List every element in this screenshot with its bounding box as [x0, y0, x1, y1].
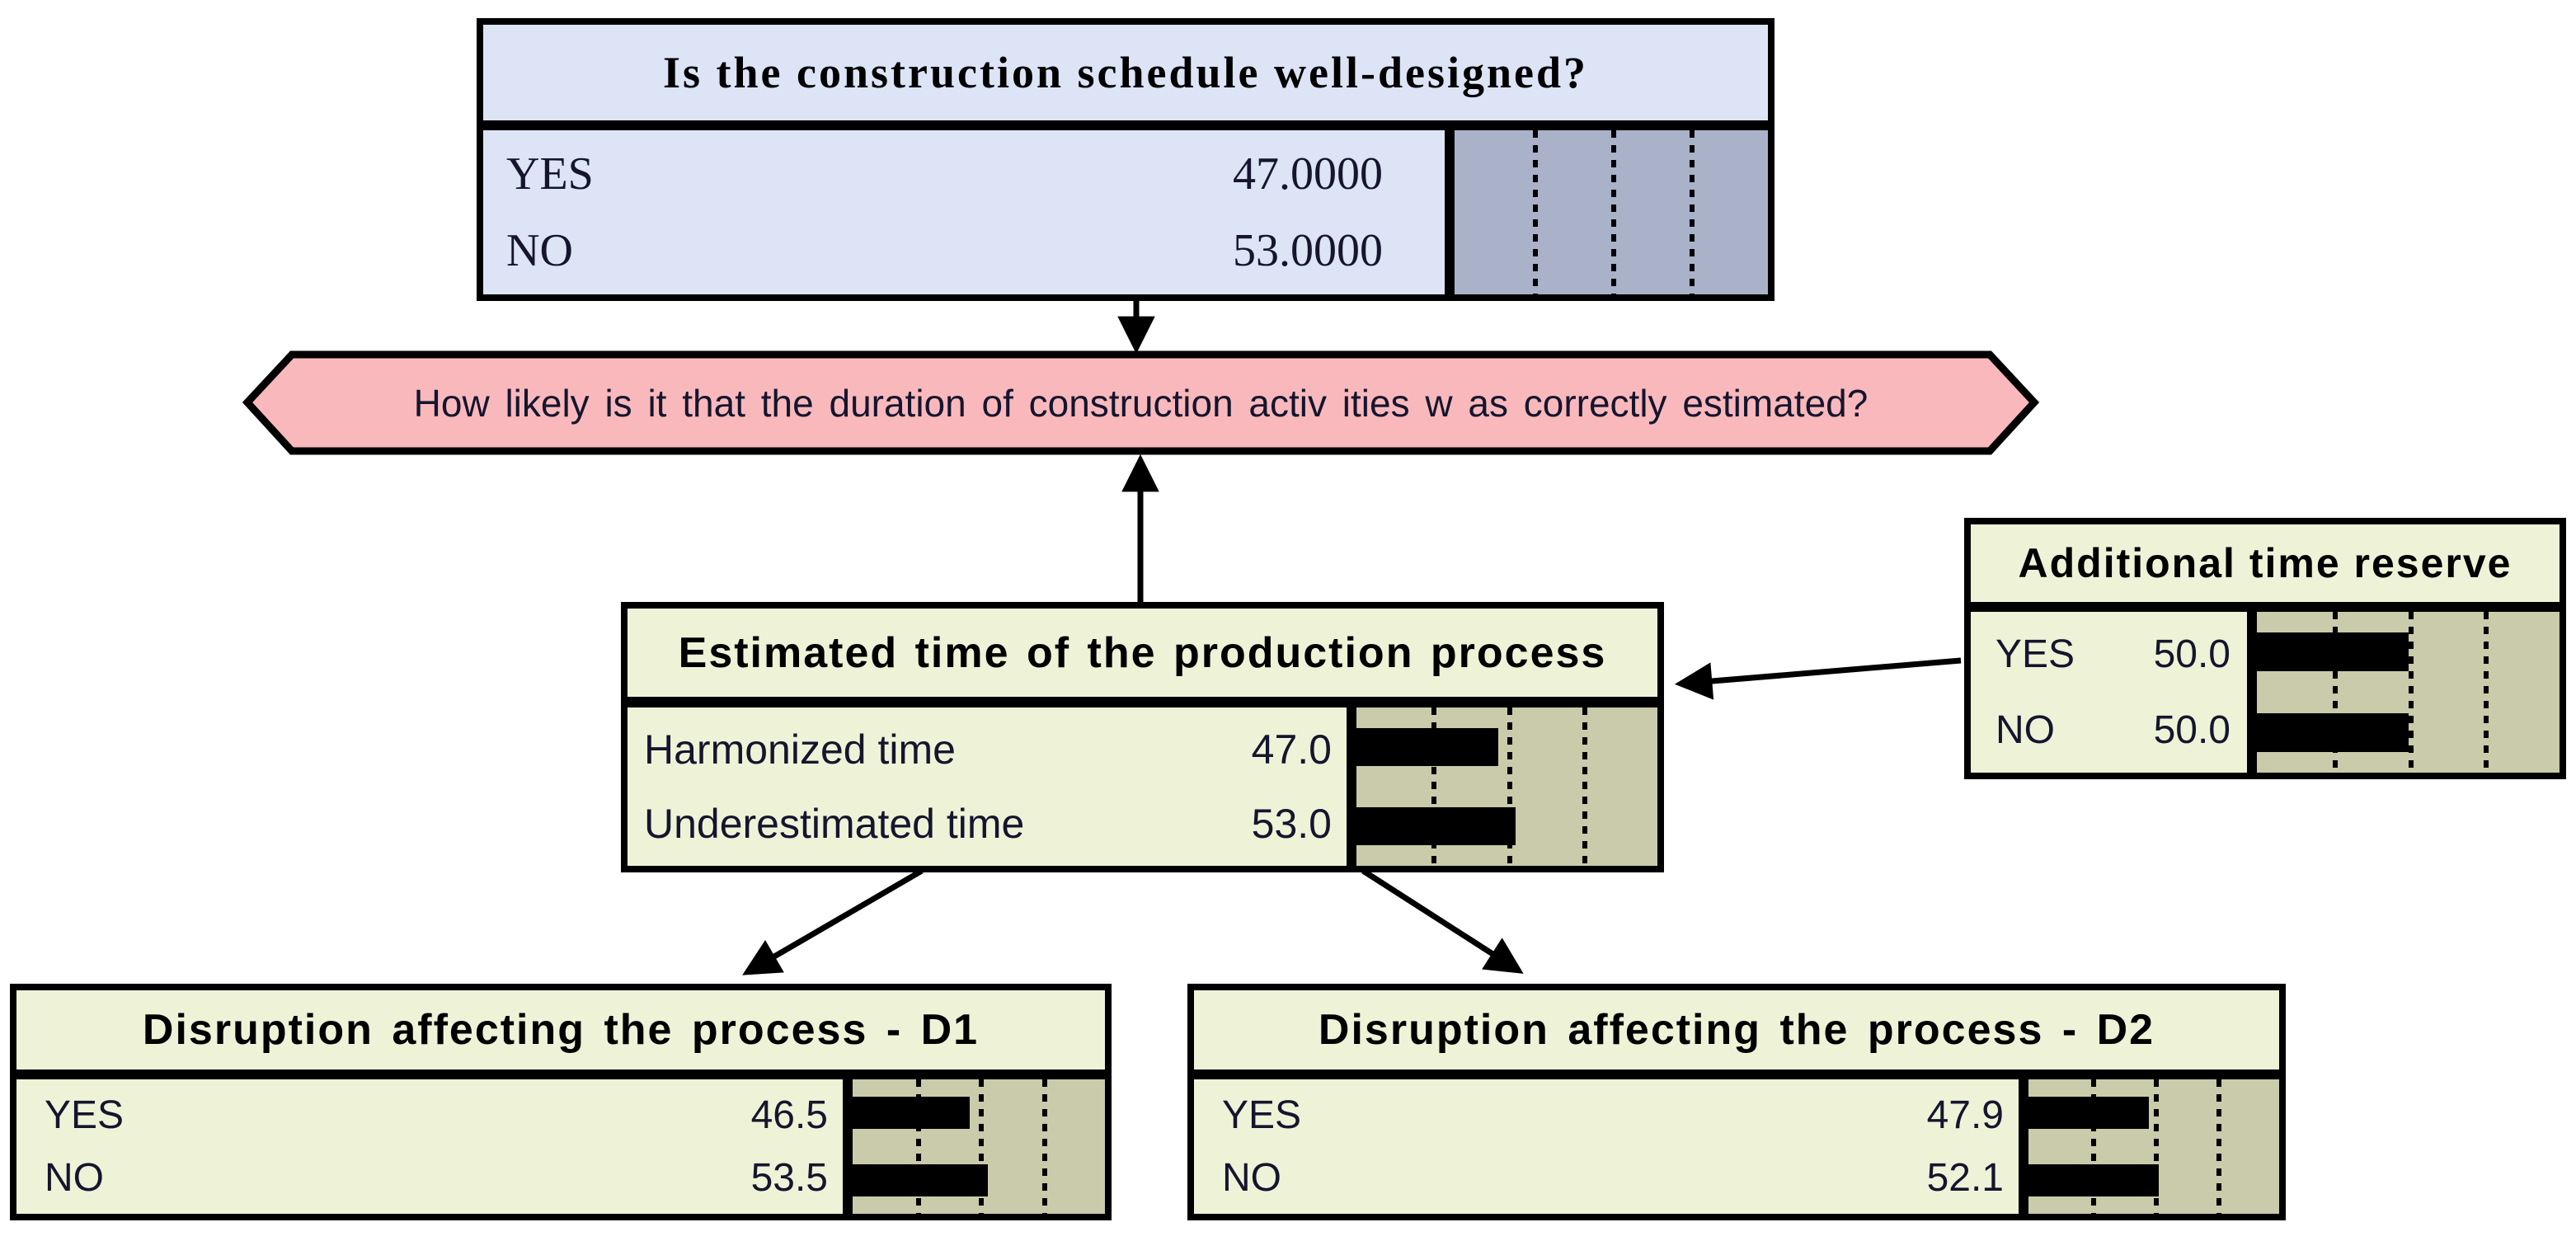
- node-body: YES 50.0 NO 50.0: [1971, 612, 2560, 773]
- state-row: YES 50.0: [1995, 632, 2230, 677]
- arrow-estimated-to-d1: [742, 867, 924, 975]
- gridline-50: [1507, 707, 1512, 866]
- arrow-estimated-to-d2: [1361, 868, 1524, 974]
- node-title: Disruption affecting the process - D1: [16, 990, 1105, 1079]
- gridline-25: [1431, 707, 1437, 866]
- probability-bar: [853, 1097, 971, 1130]
- node-body: YES 46.5 NO 53.5: [16, 1079, 1105, 1214]
- state-row: NO 53.0000: [506, 224, 1383, 277]
- state-value: 50.0: [2153, 632, 2230, 677]
- probability-bar: [2257, 632, 2409, 672]
- gridline-25: [915, 1079, 921, 1214]
- bar-chart-panel: [1347, 707, 1657, 866]
- state-value: 53.0: [1251, 801, 1332, 847]
- node-body: Harmonized time 47.0 Underestimated time…: [628, 707, 1657, 866]
- arrow-reserve-to-estimated: [1674, 657, 1962, 700]
- probability-bar: [2257, 712, 2409, 752]
- state-label: YES: [506, 148, 594, 200]
- state-row: NO 53.5: [45, 1155, 828, 1201]
- node-body: YES 47.0000 NO 53.0000: [483, 130, 1768, 294]
- node-estimated-time[interactable]: Estimated time of the production process…: [621, 602, 1664, 872]
- state-value: 47.0000: [1233, 148, 1383, 200]
- node-title: Disruption affecting the process - D2: [1194, 990, 2279, 1079]
- bar-chart-panel: [2019, 1079, 2279, 1214]
- state-rows: Harmonized time 47.0 Underestimated time…: [628, 707, 1347, 866]
- node-body: YES 47.9 NO 52.1: [1194, 1079, 2279, 1214]
- probability-bar: [2028, 1163, 2160, 1196]
- node-disruption-d2[interactable]: Disruption affecting the process - D2 YE…: [1187, 984, 2286, 1220]
- state-label: NO: [45, 1155, 104, 1200]
- node-title: Additional time reserve: [1971, 524, 2560, 612]
- state-value: 46.5: [750, 1093, 828, 1138]
- state-value: 47.0: [1251, 726, 1332, 773]
- state-value: 50.0: [2153, 707, 2230, 752]
- gridline-25: [2091, 1079, 2096, 1214]
- bar-chart-panel: [2247, 612, 2560, 773]
- state-rows: YES 47.9 NO 52.1: [1194, 1079, 2019, 1214]
- state-value: 53.0000: [1233, 225, 1383, 277]
- node-additional-time-reserve[interactable]: Additional time reserve YES 50.0 NO 50.0: [1964, 518, 2566, 779]
- state-rows: YES 47.0000 NO 53.0000: [483, 130, 1445, 294]
- question-banner-text[interactable]: How likely is it that the duration of co…: [413, 381, 1869, 425]
- gridline-25: [2332, 612, 2338, 773]
- probability-bar: [2028, 1097, 2149, 1130]
- state-value: 47.9: [1926, 1093, 2004, 1138]
- state-label: YES: [1222, 1093, 1302, 1138]
- probability-bar: [1356, 806, 1516, 846]
- probability-bar: [1356, 727, 1498, 767]
- node-title: Estimated time of the production process: [628, 609, 1657, 707]
- gridline-75: [2484, 612, 2489, 773]
- gridline-75: [1582, 707, 1587, 866]
- gridline-50: [1611, 130, 1616, 294]
- state-rows: YES 50.0 NO 50.0: [1971, 612, 2247, 773]
- state-row: Underestimated time 53.0: [644, 800, 1332, 848]
- probability-bar: [853, 1163, 988, 1196]
- state-label: Underestimated time: [644, 801, 1025, 847]
- node-construction-schedule[interactable]: Is the construction schedule well-design…: [477, 18, 1775, 301]
- state-row: YES 47.0000: [506, 148, 1383, 200]
- node-disruption-d1[interactable]: Disruption affecting the process - D1 YE…: [10, 984, 1112, 1220]
- state-label: YES: [1995, 632, 2075, 677]
- gridline-50: [2408, 612, 2414, 773]
- state-row: NO 50.0: [1995, 707, 2230, 753]
- state-label: NO: [1222, 1155, 1281, 1200]
- state-value: 52.1: [1926, 1155, 2004, 1200]
- gridline-75: [1690, 130, 1695, 294]
- state-row: NO 52.1: [1222, 1155, 2004, 1201]
- node-title: Is the construction schedule well-design…: [483, 25, 1768, 130]
- bar-chart-panel: [1445, 130, 1768, 294]
- state-row: Harmonized time 47.0: [644, 726, 1332, 773]
- state-label: YES: [45, 1093, 125, 1138]
- state-rows: YES 46.5 NO 53.5: [16, 1079, 843, 1214]
- state-row: YES 47.9: [1222, 1093, 2004, 1138]
- gridline-75: [1041, 1079, 1047, 1214]
- bar-chart-panel: [843, 1079, 1105, 1214]
- state-value: 53.5: [750, 1155, 828, 1200]
- state-label: NO: [1995, 707, 2055, 752]
- gridline-50: [2154, 1079, 2159, 1214]
- state-label: Harmonized time: [644, 726, 956, 773]
- gridline-25: [1533, 130, 1538, 294]
- gridline-50: [979, 1079, 984, 1214]
- state-label: NO: [506, 225, 573, 277]
- state-row: YES 46.5: [45, 1093, 828, 1138]
- gridline-75: [2216, 1079, 2221, 1214]
